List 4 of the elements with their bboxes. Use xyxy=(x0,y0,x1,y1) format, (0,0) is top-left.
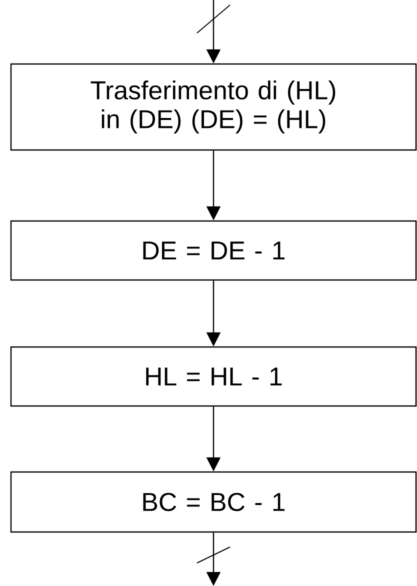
process-box: BC = BC - 1 xyxy=(10,471,417,533)
process-box: Trasferimento di (HL) in (DE) (DE) = (HL) xyxy=(10,63,417,151)
process-box: HL = HL - 1 xyxy=(10,346,417,407)
process-box: DE = DE - 1 xyxy=(10,220,417,281)
